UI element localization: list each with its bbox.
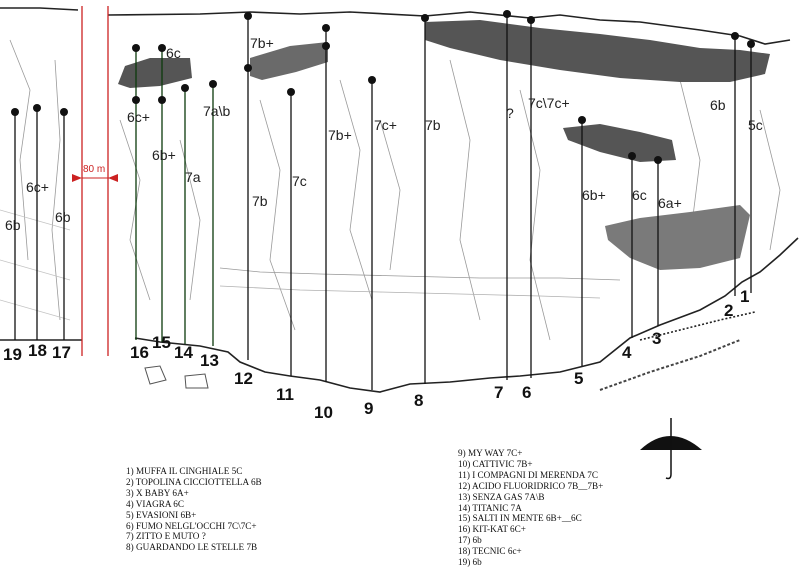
separator-80m: 80 m [72, 6, 118, 356]
route-grade-8: 7b [425, 117, 441, 133]
ledge-bands [118, 20, 770, 270]
route-number-12: 12 [234, 369, 253, 388]
route-grade-12: 7b+ [250, 35, 274, 51]
legend-item: 16) KIT-KAT 6C+ [458, 524, 526, 535]
route-number-19: 19 [3, 345, 22, 364]
base-rocks [144, 365, 209, 389]
route-grade-5: 6b+ [582, 187, 606, 203]
route-grade-1: 5c [748, 117, 763, 133]
route-grade-16: 6c+ [127, 109, 150, 125]
legend-item: 8) GUARDANDO LE STELLE 7B [126, 542, 258, 553]
route-number-10: 10 [314, 403, 333, 422]
route-number-8: 8 [414, 391, 423, 410]
route-grade-12b: 7b [252, 193, 268, 209]
legend-item: 1) MUFFA IL CINGHIALE 5C [126, 466, 243, 476]
legend-item: 11) I COMPAGNI DI MERENDA 7C [458, 469, 598, 480]
route-grade-19: 6b [5, 217, 21, 233]
legend-item: 15) SALTI IN MENTE 6B+__6C [458, 513, 582, 524]
legend-item: 18) TECNIC 6c+ [458, 546, 522, 557]
route-legend-right: 9) MY WAY 7C+ 10) CATTIVIC 7B+ 11) I COM… [458, 448, 603, 568]
legend-item: 19) 6b [458, 557, 482, 568]
route-number-18: 18 [28, 341, 47, 360]
route-number-15: 15 [152, 333, 171, 352]
route-grade-10: 7b+ [328, 127, 352, 143]
route-grade-13: 7a\b [203, 103, 230, 119]
route-grade-18: 6c+ [26, 179, 49, 195]
anchor-dots [11, 10, 755, 164]
route-grade-9: 7c+ [374, 117, 397, 133]
route-grade-3: 6a+ [658, 195, 682, 211]
legend-item: 12) ACIDO FLUORIDRICO 7B__7B+ [458, 480, 604, 491]
route-grade-14: 7a [185, 169, 201, 185]
legend-item: 5) EVASIONI 6B+ [126, 509, 197, 520]
route-number-3: 3 [652, 329, 661, 348]
route-grade-17: 6b [55, 209, 71, 225]
route-grade-11: 7c [292, 173, 307, 189]
legend-item: 10) CATTIVIC 7B+ [458, 458, 533, 469]
route-number-7: 7 [494, 383, 503, 402]
route-grade-4: 6c [632, 187, 647, 203]
route-number-1: 1 [740, 287, 749, 306]
route-number-5: 5 [574, 369, 583, 388]
route-number-4: 4 [622, 343, 632, 362]
route-grade-6: 7c\7c+ [528, 95, 570, 111]
legend-item: 6) FUMO NELGL'OCCHI 7C\7C+ [126, 520, 257, 531]
route-grade-15: 6b+ [152, 147, 176, 163]
route-number-16: 16 [130, 343, 149, 362]
legend-item: 2) TOPOLINA CICCIOTTELLA 6B [126, 476, 262, 487]
legend-item: 14) TITANIC 7A [458, 502, 522, 513]
route-number-11: 11 [276, 385, 294, 404]
route-number-17: 17 [52, 343, 71, 362]
route-number-9: 9 [364, 399, 373, 418]
umbrella-icon [640, 418, 702, 480]
legend-item: 17) 6b [458, 535, 482, 546]
grade-labels: 5c 6b 6a+ 6c 6b+ 7c\7c+? 7b 7c+ 7b+ 7c 7b+ 7b 7a\b 7a… [5, 35, 763, 233]
route-grade-2: 6b [710, 97, 726, 113]
legend-item: 4) VIAGRA 6C [126, 498, 185, 509]
legend-item: 9) MY WAY 7C+ [458, 448, 523, 458]
route-number-2: 2 [724, 301, 733, 320]
route-legend-left: 1) MUFFA IL CINGHIALE 5C 2) TOPOLINA CIC… [126, 466, 262, 553]
route-number-6: 6 [522, 383, 531, 402]
route-grade-7: ? [506, 105, 514, 121]
rock-texture [0, 39, 781, 341]
legend-item: 3) X BABY 6A+ [126, 487, 189, 498]
legend-item: 13) SENZA GAS 7A\B [458, 491, 545, 502]
legend-item: 7) ZITTO E MUTO ? [126, 531, 206, 542]
separator-label: 80 m [83, 164, 105, 175]
route-number-14: 14 [174, 343, 193, 362]
route-number-13: 13 [200, 351, 219, 370]
route-grade-15b: 6c [166, 45, 181, 61]
